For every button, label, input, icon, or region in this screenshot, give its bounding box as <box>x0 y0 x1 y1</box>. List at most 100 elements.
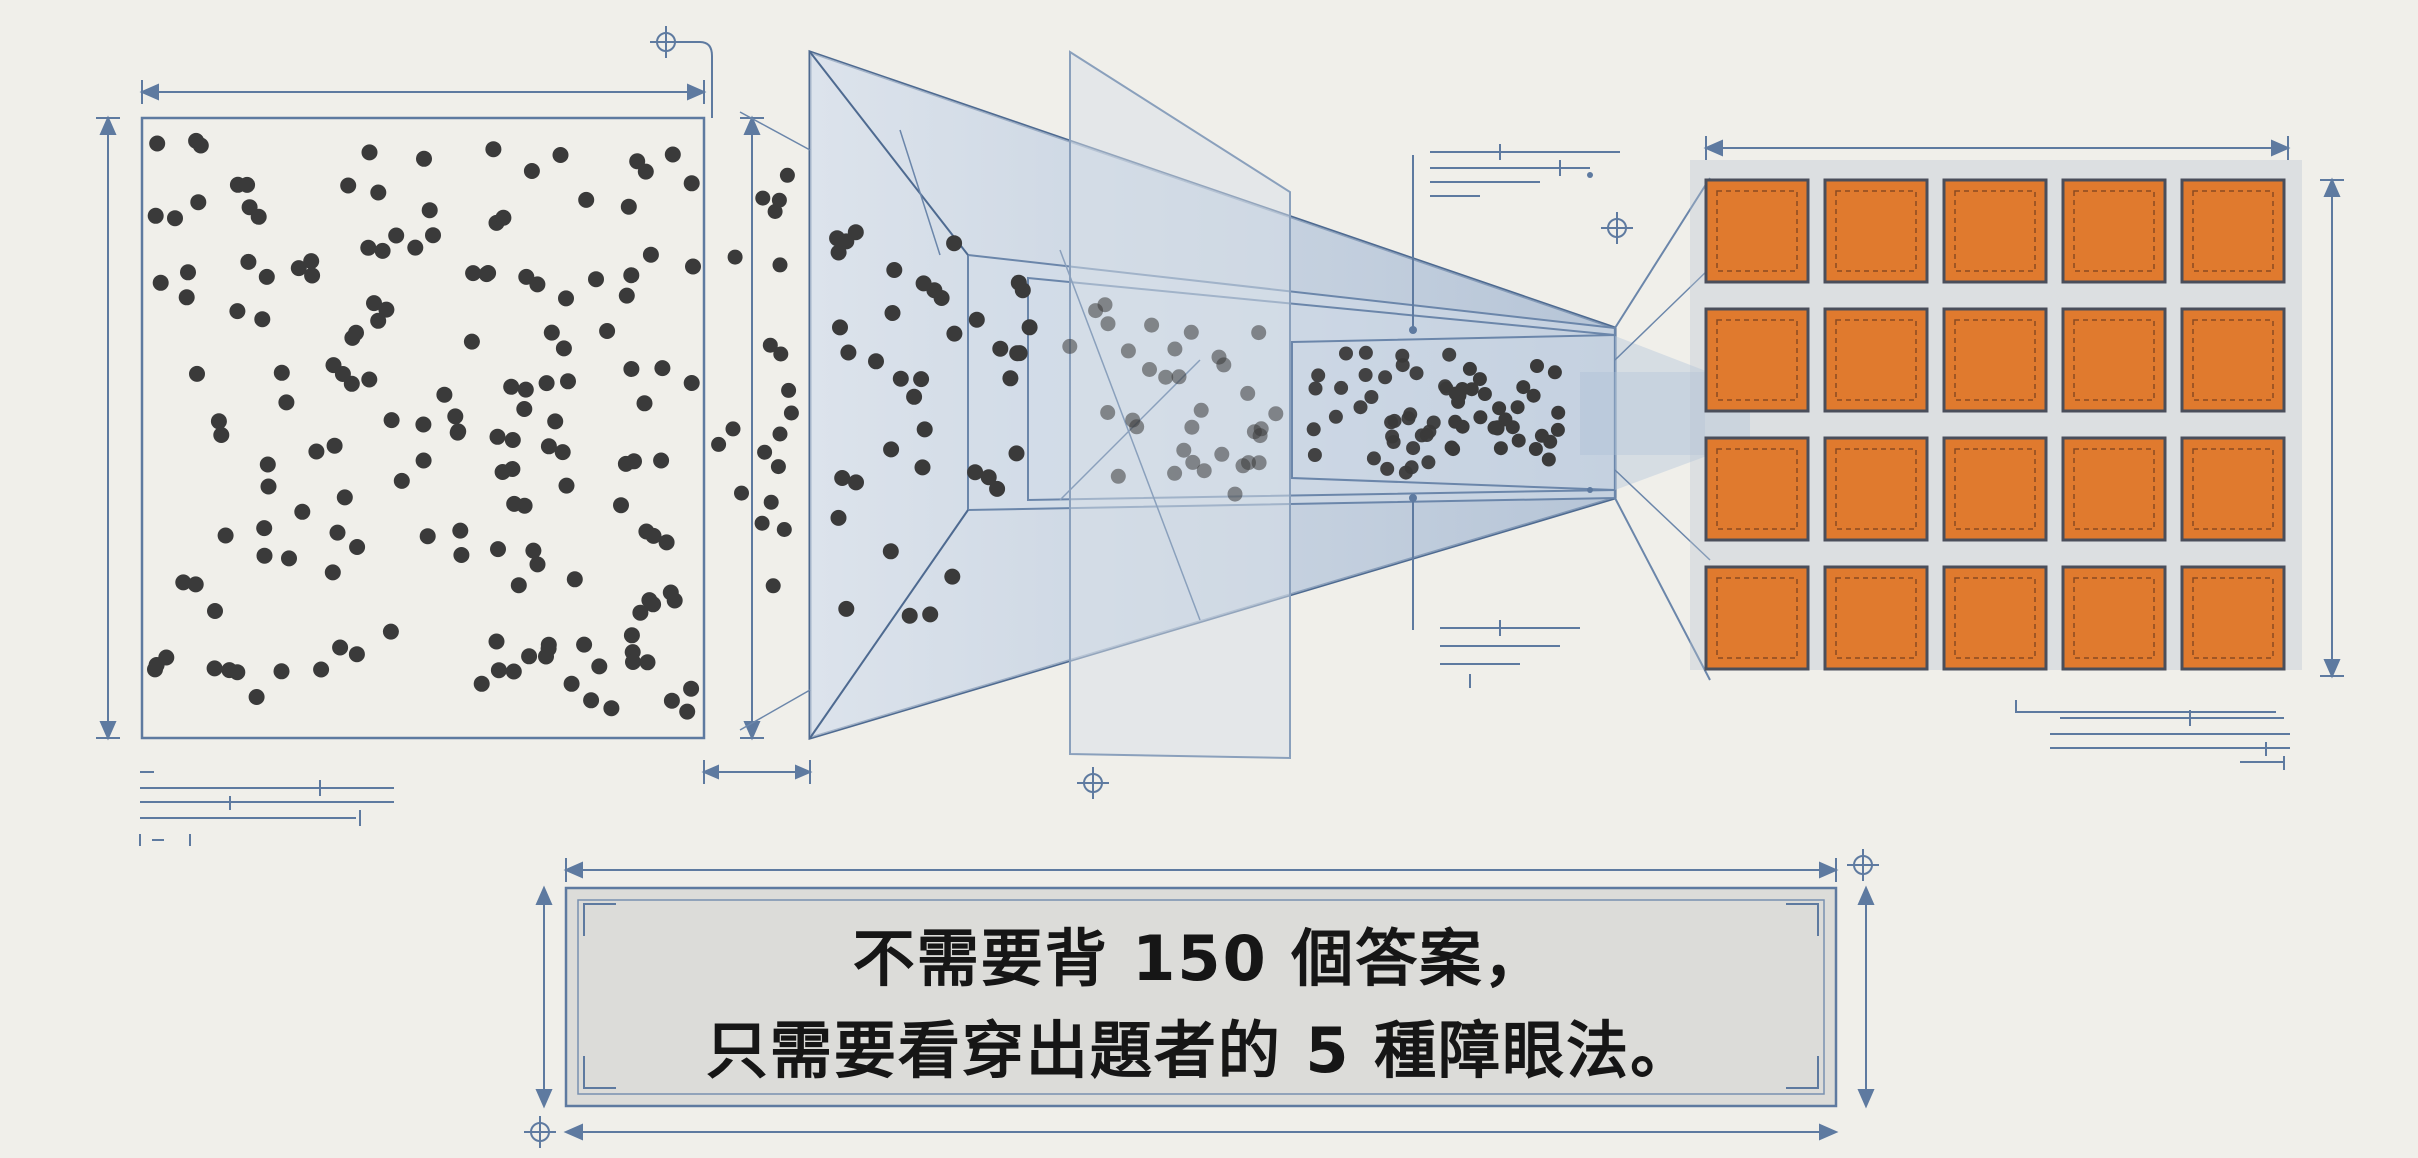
funnel-dot <box>1158 369 1174 385</box>
input-dot <box>518 268 535 285</box>
input-dot <box>340 177 357 194</box>
funnel-dot <box>1227 486 1243 502</box>
funnel-dot <box>1306 422 1321 437</box>
funnel-dot <box>834 470 851 486</box>
funnel-dot <box>1088 303 1104 319</box>
funnel-dot <box>1251 325 1267 341</box>
input-dot <box>248 689 265 705</box>
funnel-dot <box>1422 424 1437 439</box>
output-grid-dimensions <box>1703 136 2344 713</box>
input-dot <box>662 584 679 601</box>
input-dot <box>558 290 574 307</box>
input-dot <box>382 623 399 640</box>
input-dot <box>490 662 507 679</box>
input-dot <box>664 146 681 163</box>
output-tile <box>2061 307 2167 413</box>
input-panel-dimensions <box>96 41 813 784</box>
input-dot <box>256 520 273 537</box>
input-dot <box>152 274 169 291</box>
funnel-dot <box>1462 361 1477 376</box>
output-tile <box>1942 178 2048 284</box>
input-dot <box>308 443 325 460</box>
input-dot <box>543 324 560 341</box>
funnel-dot <box>1253 421 1269 437</box>
input-dot <box>332 639 349 656</box>
registration-crosshair-icon <box>524 1116 556 1148</box>
output-tile <box>1823 436 1929 542</box>
registration-marks <box>524 26 1879 1148</box>
funnel-dot <box>1385 429 1400 444</box>
output-tile <box>1823 307 1929 413</box>
output-tile <box>1823 178 1929 284</box>
funnel-dot <box>1380 461 1395 476</box>
output-tile <box>2180 436 2286 542</box>
input-dot <box>393 472 410 489</box>
registration-crosshair-icon <box>1077 767 1109 799</box>
funnel-dot <box>1442 347 1457 362</box>
funnel-dot <box>1021 319 1038 336</box>
input-dot <box>517 381 534 398</box>
input-dot <box>781 382 797 398</box>
input-dot <box>767 204 783 219</box>
input-dot <box>613 497 629 514</box>
funnel-dot <box>848 474 864 491</box>
input-dot <box>772 257 788 273</box>
input-dot <box>324 564 341 581</box>
funnel-dot <box>1366 451 1381 466</box>
input-dot <box>175 574 192 591</box>
funnel-dot <box>1395 348 1410 363</box>
input-dot <box>240 253 257 270</box>
funnel-dot <box>1403 407 1418 422</box>
input-dot <box>361 144 378 161</box>
input-dot <box>779 167 795 183</box>
input-dot <box>763 494 779 510</box>
funnel-dot <box>830 509 847 526</box>
input-dot <box>189 365 205 382</box>
input-dot <box>192 137 209 154</box>
input-dot <box>679 703 696 720</box>
funnel-dot <box>980 469 997 486</box>
input-dot <box>370 312 387 329</box>
input-dot <box>190 194 207 211</box>
caption-line-2: 只需要看穿出題者的 5 種障眼法。 <box>705 1014 1695 1087</box>
input-dot <box>329 524 346 541</box>
funnel-dot <box>1550 422 1565 437</box>
input-dot <box>629 153 646 170</box>
input-dot <box>213 427 230 443</box>
input-dot <box>776 522 792 537</box>
output-tile <box>2061 178 2167 284</box>
funnel-dot <box>1477 387 1492 401</box>
input-dot <box>273 364 290 381</box>
input-dot <box>421 202 438 219</box>
input-dot <box>547 413 564 430</box>
funnel-dot <box>1311 368 1326 383</box>
input-dot <box>273 663 290 680</box>
funnel-dot <box>1455 382 1470 396</box>
funnel-dot <box>1444 440 1459 455</box>
input-dot <box>540 640 557 657</box>
registration-crosshair-icon <box>650 26 682 58</box>
input-dot <box>495 209 512 226</box>
funnel-dot <box>892 370 909 387</box>
funnel-dot <box>1516 380 1531 395</box>
funnel-dot <box>1183 324 1199 340</box>
input-dot <box>278 394 295 411</box>
input-dot <box>558 477 575 494</box>
funnel-dot <box>916 421 933 438</box>
funnel-dot <box>1528 442 1543 456</box>
funnel-dot <box>967 464 984 481</box>
funnel-dot <box>1010 274 1027 291</box>
input-dot <box>683 375 700 391</box>
input-dot <box>383 412 400 429</box>
input-dot <box>658 534 675 551</box>
input-dot <box>603 700 620 717</box>
input-dot <box>419 528 436 545</box>
funnel-dot <box>1235 458 1251 474</box>
funnel-dot <box>1541 452 1556 467</box>
input-dot <box>210 413 227 430</box>
output-grid <box>1690 160 2302 671</box>
input-dot <box>453 547 470 563</box>
input-dot <box>361 371 378 388</box>
output-tile <box>1823 565 1929 671</box>
